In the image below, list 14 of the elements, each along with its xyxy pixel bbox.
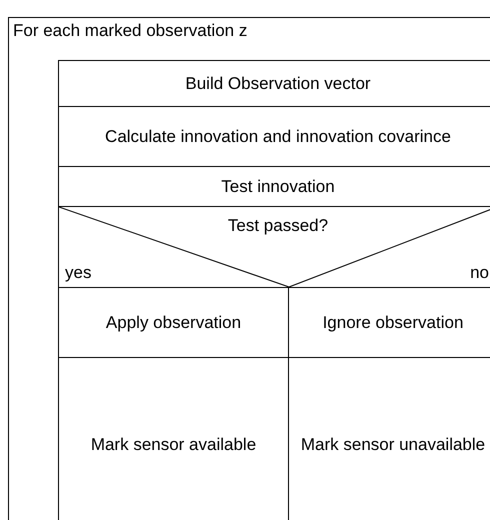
process-block	[58, 60, 490, 107]
process-text: Test innovation	[221, 176, 335, 198]
loop-block	[8, 17, 490, 520]
branch-label: no	[470, 262, 489, 284]
process-text: Build Observation vector	[185, 72, 371, 94]
condition-text: Test passed?	[226, 215, 330, 237]
process-text: Ignore observation	[322, 312, 464, 334]
process-text: Apply observation	[106, 312, 242, 334]
process-text: Mark sensor unavailable	[300, 434, 486, 456]
decision-block	[58, 206, 490, 288]
branch-label: yes	[65, 262, 92, 284]
process-text: Mark sensor available	[90, 434, 256, 456]
loop-label: For each marked observation z	[13, 20, 248, 42]
process-text: Calculate innovation and innovation covarince	[105, 126, 451, 148]
